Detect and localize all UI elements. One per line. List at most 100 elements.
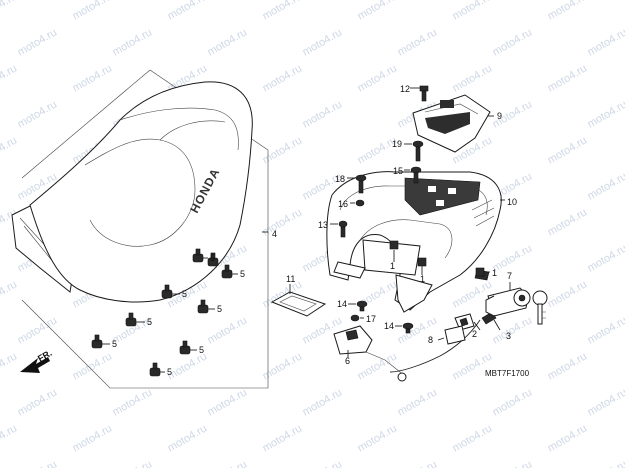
watermark-text: moto4.ru bbox=[546, 278, 590, 310]
watermark-text: moto4.ru bbox=[586, 242, 625, 274]
watermark-text: moto4.ru bbox=[546, 422, 590, 454]
watermark-text: moto4.ru bbox=[491, 458, 535, 468]
watermark-text: moto4.ru bbox=[16, 386, 60, 418]
watermark-text: moto4.ru bbox=[206, 314, 250, 346]
callout-5h: 5 bbox=[167, 367, 172, 377]
watermark-text: moto4.ru bbox=[166, 350, 210, 382]
watermark-text: moto4.ru bbox=[111, 458, 155, 468]
callout-18: 18 bbox=[335, 174, 345, 184]
watermark-text: moto4.ru bbox=[0, 134, 19, 166]
callout-2: 2 bbox=[472, 329, 477, 339]
watermark-text: moto4.ru bbox=[356, 350, 400, 382]
callout-5d: 5 bbox=[217, 304, 222, 314]
callout-13: 13 bbox=[318, 220, 328, 230]
grab-rail[interactable] bbox=[412, 94, 494, 153]
watermark-text: moto4.ru bbox=[166, 0, 210, 23]
watermark-text: moto4.ru bbox=[546, 206, 590, 238]
watermark-text: moto4.ru bbox=[261, 206, 305, 238]
watermark-text: moto4.ru bbox=[586, 98, 625, 130]
key-lock-cylinder[interactable] bbox=[485, 287, 531, 317]
callout-1b: 1 bbox=[420, 274, 425, 284]
watermark-text: moto4.ru bbox=[261, 134, 305, 166]
watermark-text: moto4.ru bbox=[261, 422, 305, 454]
watermark-text: moto4.ru bbox=[356, 62, 400, 94]
front-arrow-icon bbox=[20, 357, 50, 373]
watermark-text: moto4.ru bbox=[261, 0, 305, 23]
watermark-text: moto4.ru bbox=[396, 386, 440, 418]
plate-part[interactable] bbox=[270, 284, 327, 317]
watermark-text: moto4.ru bbox=[166, 422, 210, 454]
front-arrow-label: FR. bbox=[36, 348, 54, 364]
seat-cowl-frame[interactable] bbox=[326, 171, 502, 313]
watermark-text: moto4.ru bbox=[0, 0, 19, 23]
watermark-text: moto4.ru bbox=[356, 422, 400, 454]
watermark-text: moto4.ru bbox=[396, 26, 440, 58]
grommet-icon bbox=[91, 248, 233, 377]
callout-14b: 14 bbox=[384, 321, 394, 331]
callout-5b: 5 bbox=[240, 269, 245, 279]
callout-14a: 14 bbox=[337, 299, 347, 309]
watermark-text: moto4.ru bbox=[546, 62, 590, 94]
callout-5e: 5 bbox=[147, 317, 152, 327]
seat-lock-latch[interactable] bbox=[333, 325, 407, 382]
callout-1c: 1 bbox=[492, 268, 497, 278]
callout-10: 10 bbox=[507, 197, 517, 207]
watermark-text: moto4.ru bbox=[206, 26, 250, 58]
callout-4: 4 bbox=[272, 229, 277, 239]
callout-9: 9 bbox=[497, 111, 502, 121]
watermark-text: moto4.ru bbox=[451, 0, 495, 23]
callout-19: 19 bbox=[392, 139, 402, 149]
callout-5c: 5 bbox=[182, 289, 187, 299]
watermark-text: moto4.ru bbox=[586, 314, 625, 346]
leader-lines bbox=[330, 87, 505, 327]
diagram-code: MBT7F1700 bbox=[485, 369, 530, 378]
watermark-text: moto4.ru bbox=[586, 458, 625, 468]
watermark-text: moto4.ru bbox=[451, 62, 495, 94]
watermark-text: moto4.ru bbox=[301, 386, 345, 418]
watermark-text: moto4.ru bbox=[261, 350, 305, 382]
watermark-text: moto4.ru bbox=[546, 350, 590, 382]
watermark-text: moto4.ru bbox=[301, 98, 345, 130]
watermark-text: moto4.ru bbox=[586, 386, 625, 418]
watermark-text: moto4.ru bbox=[71, 62, 115, 94]
callout-5a: 5 bbox=[210, 253, 215, 263]
watermark-text: moto4.ru bbox=[0, 422, 19, 454]
callout-labels: 12 9 19 15 18 16 10 13 4 1 1 1 11 7 5 5 … bbox=[112, 84, 517, 377]
callout-16: 16 bbox=[338, 199, 348, 209]
watermark-text: moto4.ru bbox=[301, 458, 345, 468]
watermark-text: moto4.ru bbox=[546, 134, 590, 166]
watermark-text: moto4.ru bbox=[261, 62, 305, 94]
grommets-group[interactable] bbox=[91, 248, 238, 377]
watermark-text: moto4.ru bbox=[16, 458, 60, 468]
callout-7: 7 bbox=[507, 271, 512, 281]
watermark-text: moto4.ru bbox=[111, 386, 155, 418]
watermark-text: moto4.ru bbox=[451, 422, 495, 454]
callout-3: 3 bbox=[506, 331, 511, 341]
watermark-text: moto4.ru bbox=[206, 458, 250, 468]
callout-1a: 1 bbox=[390, 261, 395, 271]
watermark-text: moto4.ru bbox=[301, 26, 345, 58]
bolt-icons bbox=[338, 85, 485, 334]
watermark-text: moto4.ru bbox=[546, 0, 590, 23]
watermark-text: moto4.ru bbox=[586, 170, 625, 202]
callout-6: 6 bbox=[345, 356, 350, 366]
callout-12: 12 bbox=[400, 84, 410, 94]
callout-17: 17 bbox=[366, 314, 376, 324]
watermark-text: moto4.ru bbox=[491, 314, 535, 346]
watermark-text: moto4.ru bbox=[491, 386, 535, 418]
watermark-text: moto4.ru bbox=[396, 458, 440, 468]
seat-assembly[interactable]: HONDA bbox=[11, 69, 269, 389]
callout-8: 8 bbox=[428, 335, 433, 345]
watermark-text: moto4.ru bbox=[16, 26, 60, 58]
watermark-text: moto4.ru bbox=[111, 26, 155, 58]
watermark-text: moto4.ru bbox=[491, 242, 535, 274]
callout-15: 15 bbox=[393, 166, 403, 176]
watermark-text: moto4.ru bbox=[356, 0, 400, 23]
watermark-text: moto4.ru bbox=[16, 98, 60, 130]
cable-clips[interactable] bbox=[437, 313, 481, 345]
watermark-text: moto4.ru bbox=[586, 26, 625, 58]
watermark-text: moto4.ru bbox=[71, 422, 115, 454]
watermark-text: moto4.ru bbox=[206, 386, 250, 418]
watermark-text: moto4.ru bbox=[491, 26, 535, 58]
